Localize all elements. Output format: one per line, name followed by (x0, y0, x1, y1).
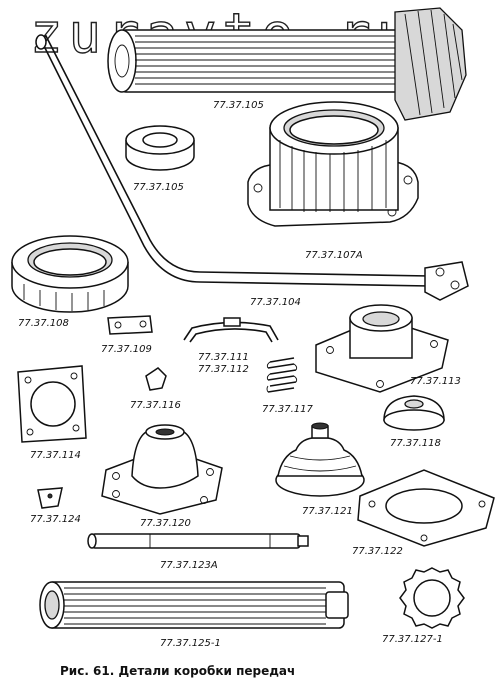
part-washer-ring (125, 125, 195, 171)
label-77-37-122: 77.37.122 (352, 546, 403, 557)
part-small-pin (145, 367, 167, 391)
part-splined-shaft-gear (107, 7, 467, 121)
label-77-37-111: 77.37.111 (198, 352, 249, 363)
label-77-37-108: 77.37.108 (18, 318, 69, 329)
label-77-37-117: 77.37.117 (262, 404, 314, 415)
part-flange-gasket (357, 469, 495, 547)
part-spring (266, 357, 298, 393)
part-toothed-ring (399, 567, 465, 629)
part-small-plate (107, 315, 153, 335)
part-bracket (183, 317, 279, 343)
part-hollow-splined-shaft (39, 581, 349, 629)
part-bent-rod (35, 34, 469, 301)
label-77-37-123a: 77.37.123А (160, 560, 218, 571)
part-small-clip (37, 487, 63, 509)
part-large-ring (11, 235, 129, 313)
label-77-37-113: 77.37.113 (410, 376, 461, 387)
label-77-37-116: 77.37.116 (130, 400, 181, 411)
label-77-37-118: 77.37.118 (390, 438, 441, 449)
label-77-37-127-1: 77.37.127-1 (382, 634, 443, 645)
label-77-37-105-ring: 77.37.105 (133, 182, 184, 193)
label-77-37-109: 77.37.109 (101, 344, 152, 355)
part-gasket-square (17, 365, 87, 443)
label-77-37-121: 77.37.121 (302, 506, 353, 517)
part-rubber-boot (275, 422, 365, 497)
part-long-shaft (87, 533, 309, 549)
label-77-37-114: 77.37.114 (30, 450, 81, 461)
label-77-37-124: 77.37.124 (30, 514, 81, 525)
label-77-37-112: 77.37.112 (198, 364, 249, 375)
part-bearing-cover (315, 304, 449, 393)
label-77-37-104: 77.37.104 (250, 297, 301, 308)
part-bearing-housing-flange (247, 101, 419, 227)
figure-caption: Рис. 61. Детали коробки передач (60, 664, 295, 678)
part-dome-housing (101, 424, 223, 515)
label-77-37-120: 77.37.120 (140, 518, 191, 529)
label-77-37-125-1: 77.37.125-1 (160, 638, 221, 649)
label-77-37-105-top: 77.37.105 (213, 100, 264, 111)
label-77-37-107a: 77.37.107А (305, 250, 363, 261)
part-cap (383, 395, 445, 431)
